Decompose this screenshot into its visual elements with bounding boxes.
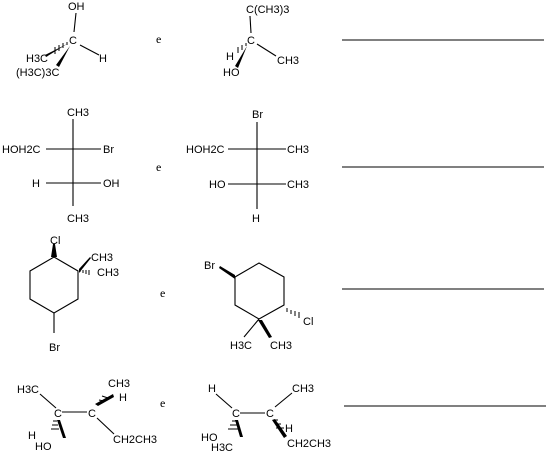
methyl-bottom-label: CH3 [67, 213, 89, 225]
tbutyl-label: C(CH3)3 [246, 4, 289, 16]
methyl-label: CH3 [97, 267, 119, 279]
connector-e: e [160, 396, 165, 410]
tbutyl-label: (H3C)3C [16, 67, 59, 79]
carbon-label: C [232, 408, 240, 420]
carbon-label: C [266, 408, 274, 420]
row-3-right-molecule: Br Cl H3C CH3 [204, 260, 313, 352]
ethyl-label: CH2CH3 [287, 438, 331, 450]
wedge-bond [95, 394, 114, 406]
methyl-label: CH3 [287, 144, 309, 156]
methyl-label: H3C [230, 340, 252, 352]
br-label: Br [49, 342, 60, 354]
wedge-bond [235, 420, 243, 437]
methyl-label: H3C [211, 442, 233, 454]
h-label: H [208, 383, 216, 395]
hydroxymethyl-label: HOH2C [2, 144, 41, 156]
connector-e: e [156, 32, 161, 46]
ethyl-label: CH2CH3 [113, 434, 157, 446]
wedge-bond [272, 419, 287, 438]
ho-label: HO [35, 441, 52, 453]
br-label: Br [103, 144, 114, 156]
cl-label: Cl [303, 316, 313, 328]
connector-e: e [156, 160, 161, 174]
methyl-label: H3C [26, 53, 48, 65]
row-1-right-molecule: C(CH3)3 C H HO CH3 [223, 4, 299, 79]
ho-label: HO [223, 67, 240, 79]
wedge-bond [258, 320, 272, 338]
h-label: H [28, 430, 36, 442]
methyl-label: CH3 [108, 378, 130, 390]
row-2-left-molecule: CH3 HOH2C Br H OH CH3 [2, 107, 120, 225]
h-label: H [119, 392, 127, 404]
carbon-label: C [88, 408, 96, 420]
wedge-bond [219, 266, 235, 279]
wedge-bond [57, 420, 66, 438]
connector-e: e [160, 286, 165, 300]
h-label: H [99, 53, 107, 65]
row-2-right-molecule: Br HOH2C CH3 HO CH3 H [186, 109, 309, 225]
wedge-bond [235, 46, 247, 68]
carbon-label: C [247, 35, 255, 47]
row-1-left-molecule: OH C H H3C (H3C)3C [16, 1, 107, 79]
methyl-label: CH3 [287, 179, 309, 191]
carbon-label: C [54, 408, 62, 420]
h-label: H [285, 423, 293, 435]
br-label: Br [252, 109, 263, 121]
methyl-label: CH3 [270, 340, 292, 352]
oh-label: OH [103, 178, 120, 190]
carbon-label: C [69, 35, 77, 47]
methyl-label: CH3 [277, 55, 299, 67]
hash-bond [51, 420, 59, 430]
row-4-right-molecule: H CH3 C C HO H3C H CH2CH3 [201, 383, 331, 454]
cl-label: Cl [50, 235, 60, 247]
ho-label: HO [201, 432, 218, 444]
h-label: H [32, 178, 40, 190]
hash-bond [79, 270, 90, 275]
methyl-top-label: CH3 [67, 107, 89, 119]
wedge-bond [79, 257, 91, 273]
wedge-bond [51, 244, 57, 257]
h-label: H [252, 213, 260, 225]
hydroxymethyl-label: HOH2C [186, 144, 225, 156]
methyl-label: H3C [17, 384, 39, 396]
hash-bond [237, 43, 247, 53]
row-3-left-molecule: Cl CH3 CH3 Br [29, 235, 119, 354]
ho-label: HO [209, 179, 226, 191]
h-label: H [226, 51, 234, 63]
wedge-bond [45, 44, 67, 57]
methyl-label: CH3 [292, 383, 314, 395]
hash-bond [54, 42, 68, 54]
oh-label: OH [68, 1, 85, 13]
hash-bond [286, 308, 300, 318]
br-label: Br [204, 260, 215, 272]
methyl-label: CH3 [91, 252, 113, 264]
wedge-bond [56, 46, 70, 67]
row-4-left-molecule: H3C C C CH3 H H HO CH2CH3 [17, 378, 157, 453]
